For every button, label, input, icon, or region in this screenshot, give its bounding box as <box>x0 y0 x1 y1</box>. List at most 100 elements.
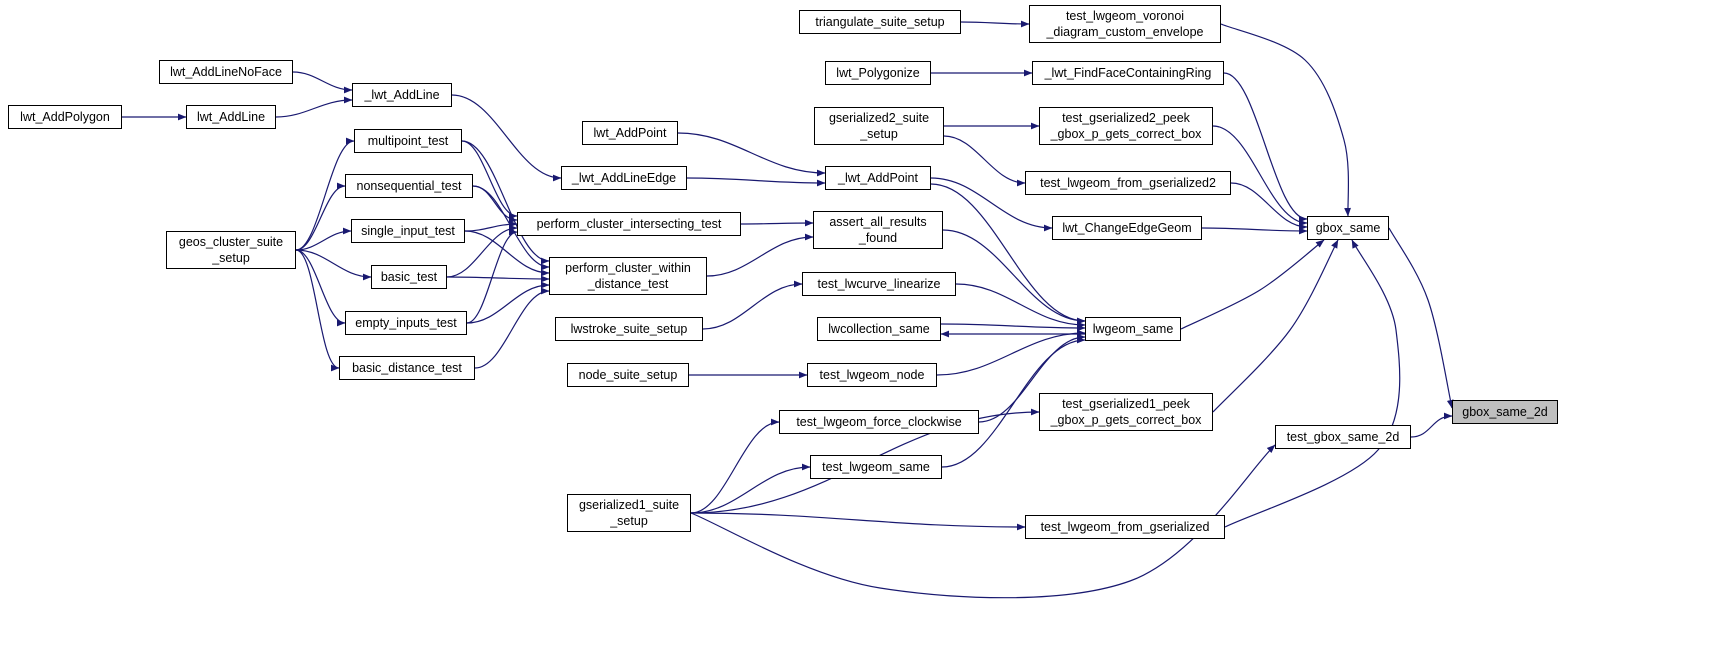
call-edge-lwcollection_same--lwgeom_same <box>940 323 1086 332</box>
call-edge-basic_test--perform_cluster_within_distance_test <box>446 275 550 283</box>
graph-node-test_gserialized1_peek_gbox_p_gets_correct_box[interactable]: test_gserialized1_peek _gbox_p_gets_corre… <box>1039 393 1213 431</box>
call-edge-gserialized2_suite_setup--test_lwgeom_from_gserialized2 <box>943 135 1026 187</box>
graph-node-perform_cluster_within_distance_test[interactable]: perform_cluster_within _distance_test <box>549 257 707 295</box>
call-edge-_lwt_AddLineEdge--_lwt_AddPoint <box>686 177 826 187</box>
call-edge-test_lwgeom_force_clockwise--lwgeom_same <box>978 333 1086 423</box>
graph-node-test_lwgeom_node[interactable]: test_lwgeom_node <box>807 363 937 387</box>
call-edge-test_lwgeom_same--lwgeom_same <box>941 336 1086 468</box>
call-edge-test_gbox_same_2d--gbox_same_2d <box>1410 412 1453 438</box>
graph-node-basic_distance_test[interactable]: basic_distance_test <box>339 356 475 380</box>
graph-node-lwt_AddPolygon[interactable]: lwt_AddPolygon <box>8 105 122 129</box>
graph-node-label: test_lwgeom_from_gserialized2 <box>1040 175 1216 190</box>
graph-node-label: node_suite_setup <box>578 367 678 382</box>
graph-node-gserialized2_suite_setup[interactable]: gserialized2_suite _setup <box>814 107 944 145</box>
graph-node-triangulate_suite_setup[interactable]: triangulate_suite_setup <box>799 10 961 34</box>
graph-node-lwt_Polygonize[interactable]: lwt_Polygonize <box>825 61 931 85</box>
graph-node-gbox_same[interactable]: gbox_same <box>1307 216 1389 240</box>
graph-node-label: test_lwgeom_voronoi <box>1065 8 1185 23</box>
graph-node-_lwt_AddPoint[interactable]: _lwt_AddPoint <box>825 166 931 190</box>
graph-node-label: perform_cluster_within <box>565 260 691 275</box>
graph-node-test_gbox_same_2d[interactable]: test_gbox_same_2d <box>1275 425 1411 449</box>
graph-node-empty_inputs_test[interactable]: empty_inputs_test <box>345 311 467 335</box>
call-edge-lwt_ChangeEdgeGeom--gbox_same <box>1201 227 1308 235</box>
graph-node-lwt_ChangeEdgeGeom[interactable]: lwt_ChangeEdgeGeom <box>1052 216 1202 240</box>
call-edge-test_lwgeom_voronoi_diagram_custom_envelope--gbox_same <box>1220 23 1351 217</box>
graph-node-label: geos_cluster_suite <box>178 234 284 249</box>
graph-node-label: _lwt_AddPoint <box>838 170 918 185</box>
call-edge-geos_cluster_suite_setup--single_input_test <box>295 227 352 251</box>
graph-node-label: empty_inputs_test <box>355 315 457 330</box>
graph-node-label: _found <box>858 231 898 245</box>
call-edge-geos_cluster_suite_setup--empty_inputs_test <box>295 249 346 327</box>
graph-node-assert_all_results_found[interactable]: assert_all_results _found <box>813 211 943 249</box>
graph-node-label: lwcollection_same <box>828 321 930 336</box>
graph-node-test_lwgeom_force_clockwise[interactable]: test_lwgeom_force_clockwise <box>779 410 979 434</box>
graph-node-label: _setup <box>212 251 250 265</box>
call-edge-test_lwgeom_node--lwgeom_same <box>936 329 1086 376</box>
graph-node-label: _lwt_AddLineEdge <box>571 170 677 185</box>
graph-node-lwgeom_same[interactable]: lwgeom_same <box>1085 317 1181 341</box>
call-edge-single_input_test--perform_cluster_within_distance_test <box>464 230 550 277</box>
graph-node-lwcollection_same[interactable]: lwcollection_same <box>817 317 941 341</box>
graph-node-gserialized1_suite_setup[interactable]: gserialized1_suite_setup <box>567 494 691 532</box>
graph-node-test_lwgeom_same[interactable]: test_lwgeom_same <box>810 455 942 479</box>
graph-node-_lwt_AddLineEdge[interactable]: _lwt_AddLineEdge <box>561 166 687 190</box>
graph-node-basic_test[interactable]: basic_test <box>371 265 447 289</box>
graph-node-label: lwt_AddPolygon <box>20 109 110 124</box>
graph-node-label: multipoint_test <box>367 133 449 148</box>
graph-node-label: test_lwcurve_linearize <box>817 276 941 291</box>
graph-node-label: lwt_AddLineNoFace <box>170 64 282 79</box>
graph-node-label: lwt_AddPoint <box>593 125 667 140</box>
graph-node-label: basic_test <box>380 269 438 284</box>
graph-node-label: _setup <box>860 127 898 141</box>
call-edge-triangulate_suite_setup--test_lwgeom_voronoi_diagram_custom_envelope <box>960 20 1030 28</box>
graph-node-lwstroke_suite_setup[interactable]: lwstroke_suite_setup <box>555 317 703 341</box>
graph-node-label: _diagram_custom_envelope <box>1046 25 1204 39</box>
call-edge-lwt_AddLineNoFace--_lwt_AddLine <box>292 71 353 94</box>
call-edge-_lwt_AddPoint--lwgeom_same <box>930 183 1086 325</box>
graph-node-geos_cluster_suite_setup[interactable]: geos_cluster_suite _setup <box>166 231 296 269</box>
graph-node-lwt_AddPoint[interactable]: lwt_AddPoint <box>582 121 678 145</box>
graph-node-_lwt_AddLine[interactable]: _lwt_AddLine <box>352 83 452 107</box>
graph-node-label: test_lwgeom_from_gserialized <box>1040 519 1210 534</box>
graph-node-label: assert_all_results <box>829 214 927 229</box>
call-edge-gserialized1_suite_setup--test_lwgeom_same <box>690 463 811 514</box>
graph-node-label: _distance_test <box>587 277 669 291</box>
graph-node-lwt_AddLineNoFace[interactable]: lwt_AddLineNoFace <box>159 60 293 84</box>
graph-node-label: test_gserialized2_peek <box>1062 110 1190 125</box>
call-edge-multipoint_test--perform_cluster_within_distance_test <box>461 140 550 265</box>
graph-node-multipoint_test[interactable]: multipoint_test <box>354 129 462 153</box>
graph-node-lwt_AddLine[interactable]: lwt_AddLine <box>186 105 276 129</box>
call-edge-test_lwgeom_from_gserialized2--gbox_same <box>1230 182 1308 231</box>
graph-node-label: basic_distance_test <box>352 360 462 375</box>
call-edge-geos_cluster_suite_setup--multipoint_test <box>295 137 355 251</box>
graph-node-test_lwcurve_linearize[interactable]: test_lwcurve_linearize <box>802 272 956 296</box>
graph-node-test_lwgeom_from_gserialized[interactable]: test_lwgeom_from_gserialized <box>1025 515 1225 539</box>
graph-node-nonsequential_test[interactable]: nonsequential_test <box>345 174 473 198</box>
call-edge-geos_cluster_suite_setup--basic_distance_test <box>295 249 340 372</box>
graph-node-test_lwgeom_voronoi_diagram_custom_envelope[interactable]: test_lwgeom_voronoi _diagram_custom_envel… <box>1029 5 1221 43</box>
call-edge-gserialized1_suite_setup--test_lwgeom_force_clockwise <box>690 418 780 514</box>
graph-node-label: gserialized2_suite <box>828 110 930 125</box>
graph-node-label: lwt_AddLine <box>196 109 266 124</box>
graph-node-single_input_test[interactable]: single_input_test <box>351 219 465 243</box>
call-edge-_lwt_AddLine--_lwt_AddLineEdge <box>451 94 562 182</box>
graph-node-_lwt_FindFaceContainingRing[interactable]: _lwt_FindFaceContainingRing <box>1032 61 1224 85</box>
graph-node-perform_cluster_intersecting_test[interactable]: perform_cluster_intersecting_test <box>517 212 741 236</box>
call-edge-gbox_same--gbox_same_2d <box>1388 227 1454 409</box>
graph-node-label: _gbox_p_gets_correct_box <box>1050 413 1202 427</box>
graph-node-label: _lwt_AddLine <box>364 87 440 102</box>
graph-node-test_gserialized2_peek_gbox_p_gets_correct_box[interactable]: test_gserialized2_peek_gbox_p_gets_corre… <box>1039 107 1213 145</box>
graph-node-node_suite_setup[interactable]: node_suite_setup <box>567 363 689 387</box>
call-edge-_lwt_FindFaceContainingRing--gbox_same <box>1223 72 1308 223</box>
graph-node-label: triangulate_suite_setup <box>815 14 945 29</box>
graph-node-label: test_gserialized1_peek <box>1062 396 1190 411</box>
graph-node-gbox_same_2d: gbox_same_2d <box>1452 400 1558 424</box>
graph-node-test_lwgeom_from_gserialized2[interactable]: test_lwgeom_from_gserialized2 <box>1025 171 1231 195</box>
graph-node-label: lwt_Polygonize <box>836 65 920 80</box>
graph-node-label: test_lwgeom_force_clockwise <box>796 414 962 429</box>
call-edge-test_gserialized1_peek_gbox_p_gets_correct_box--gbox_same <box>1212 239 1339 413</box>
graph-node-label: lwgeom_same <box>1092 321 1174 336</box>
